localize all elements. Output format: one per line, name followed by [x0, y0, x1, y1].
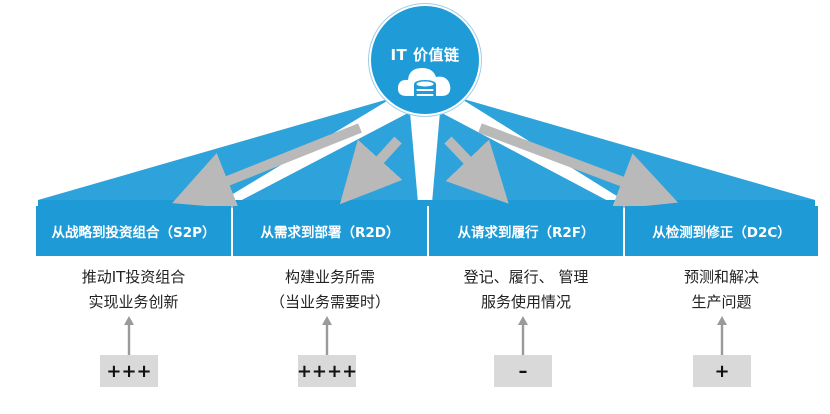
- description-line: 服务使用情况: [480, 293, 571, 311]
- rating-box-r2f: –: [494, 355, 552, 387]
- rating-value: –: [518, 360, 528, 382]
- fan-arrow-2: [339, 136, 403, 205]
- up-arrow-icon: [322, 316, 332, 358]
- value-chain-fan: [38, 98, 815, 210]
- stream-description-d2c: 预测和解决 生产问题: [625, 265, 818, 315]
- fan-arrow-4: [478, 123, 679, 210]
- fan-arrow-1: [172, 123, 362, 209]
- hub-circle: IT 价值链: [371, 6, 479, 114]
- stream-banner-label: 从检测到修正（D2C）: [652, 225, 791, 241]
- description-line: 推动IT投资组合: [81, 268, 186, 286]
- description-line: （当业务需要时）: [269, 293, 390, 311]
- description-line: 登记、履行、 管理: [463, 268, 589, 286]
- up-arrow-icon: [717, 316, 727, 358]
- rating-box-r2d: ++++: [296, 355, 358, 387]
- description-line: 构建业务所需: [284, 268, 375, 286]
- stream-banner-r2d: 从需求到部署（R2D）: [233, 206, 427, 256]
- ray-4: [460, 98, 815, 203]
- cloud-database-icon: [397, 68, 451, 104]
- rating-box-s2p: +++: [100, 355, 158, 387]
- stream-description-r2f: 登记、履行、 管理 服务使用情况: [429, 265, 623, 315]
- ray-1: [38, 98, 392, 203]
- rating-value: +++: [106, 360, 152, 382]
- up-arrow-icon: [518, 316, 528, 358]
- description-line: 预测和解决: [683, 268, 759, 286]
- stream-banner-label: 从请求到履行（R2F）: [457, 225, 595, 241]
- hub-title: IT 价值链: [390, 46, 460, 64]
- stream-banner-d2c: 从检测到修正（D2C）: [625, 206, 818, 256]
- stream-banner-label: 从战略到投资组合（S2P）: [51, 225, 216, 241]
- stream-banner-label: 从需求到部署（R2D）: [260, 225, 400, 241]
- description-line: 实现业务创新: [88, 293, 179, 311]
- stream-banner-s2p: 从战略到投资组合（S2P）: [36, 206, 231, 256]
- description-line: 生产问题: [691, 293, 752, 311]
- rating-value: +: [714, 360, 730, 382]
- stream-description-r2d: 构建业务所需 （当业务需要时）: [233, 265, 427, 315]
- stream-description-s2p: 推动IT投资组合 实现业务创新: [36, 265, 231, 315]
- stream-banner-r2f: 从请求到履行（R2F）: [429, 206, 623, 256]
- rating-value: ++++: [296, 360, 358, 382]
- up-arrow-icon: [124, 316, 134, 358]
- rating-box-d2c: +: [693, 355, 751, 387]
- fan-arrow-3: [444, 136, 509, 204]
